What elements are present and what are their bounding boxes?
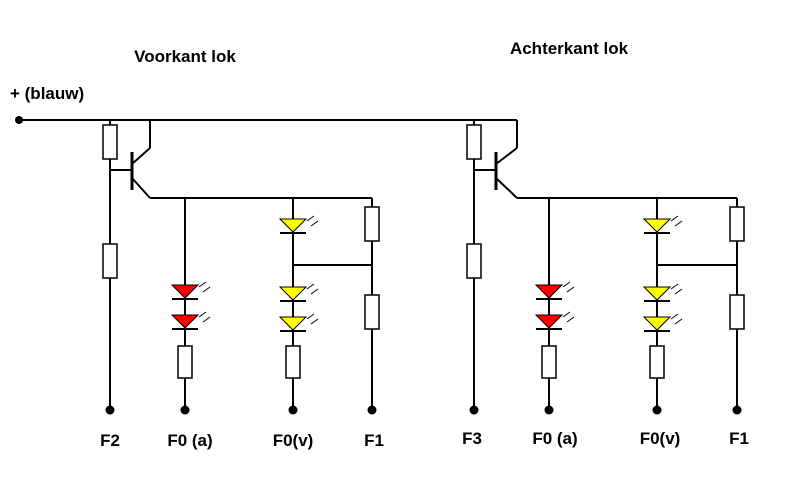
terminal-node <box>652 405 662 415</box>
resistor <box>541 345 557 379</box>
terminal-node <box>469 405 479 415</box>
led-yellow <box>278 215 319 234</box>
led-red <box>170 281 211 300</box>
resistor <box>729 206 745 242</box>
led-yellow <box>278 283 319 302</box>
led-red <box>170 311 211 330</box>
resistor <box>102 243 118 279</box>
rear-circuit <box>466 120 745 415</box>
terminal-node <box>105 405 115 415</box>
led-red <box>534 281 575 300</box>
terminal-label-f3: F3 <box>462 429 482 448</box>
terminal-label-f2: F2 <box>100 431 120 450</box>
terminal-node <box>180 405 190 415</box>
resistor <box>466 243 482 279</box>
terminal-label-f0v: F0(v) <box>640 429 681 448</box>
led-yellow <box>642 215 683 234</box>
resistor <box>364 294 380 330</box>
title-front: Voorkant lok <box>134 47 236 66</box>
transistor <box>494 120 518 199</box>
resistor <box>466 124 482 160</box>
terminal-node <box>544 405 554 415</box>
transistor <box>130 120 151 199</box>
resistor <box>729 294 745 330</box>
supply-label: + (blauw) <box>10 84 84 103</box>
led-yellow <box>642 283 683 302</box>
resistor <box>177 345 193 379</box>
terminal-node <box>367 405 377 415</box>
terminal-label-f0v: F0(v) <box>273 431 314 450</box>
led-yellow <box>278 313 319 332</box>
terminal-node <box>732 405 742 415</box>
resistor <box>102 124 118 160</box>
resistor <box>649 345 665 379</box>
terminal-label-f0a: F0 (a) <box>532 429 577 448</box>
led-red <box>534 311 575 330</box>
title-rear: Achterkant lok <box>510 39 629 58</box>
resistor <box>285 345 301 379</box>
resistor <box>364 206 380 242</box>
terminal-node <box>288 405 298 415</box>
terminal-label-f1: F1 <box>364 431 384 450</box>
terminal-label-f0a: F0 (a) <box>167 431 212 450</box>
led-yellow <box>642 313 683 332</box>
terminal-label-f1: F1 <box>729 429 749 448</box>
front-circuit <box>102 120 380 415</box>
